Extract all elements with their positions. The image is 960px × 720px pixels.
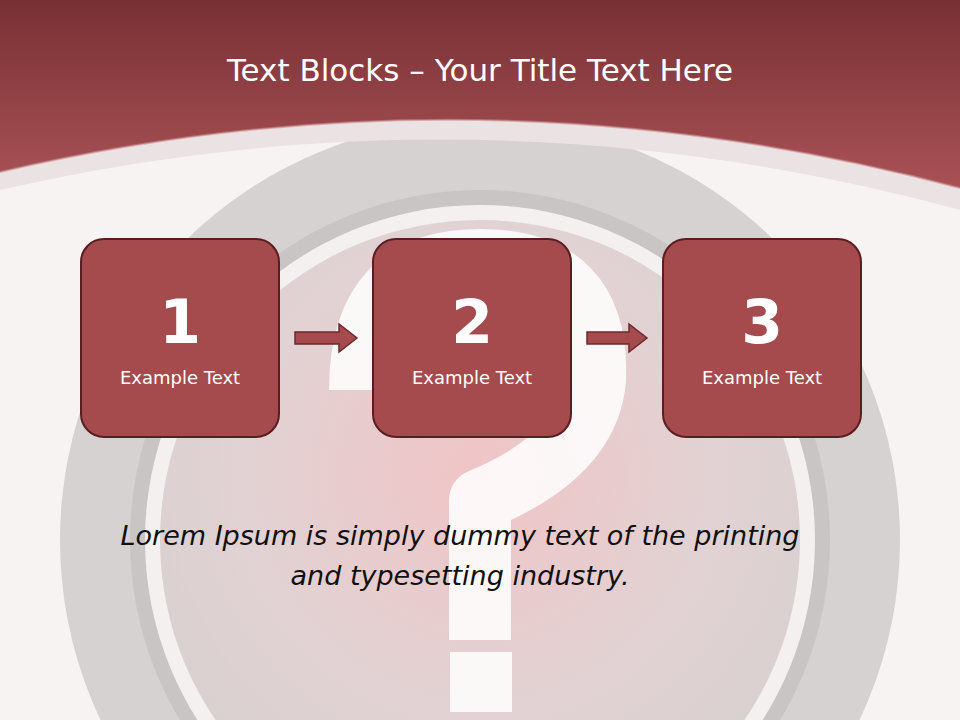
step-number: 2	[451, 289, 493, 355]
step-number: 3	[741, 289, 783, 355]
body-note: Lorem Ipsum is simply dummy text of the …	[100, 516, 820, 596]
flow-arrow	[295, 324, 357, 352]
step-text: Example Text	[702, 367, 822, 388]
step-box: 1Example Text	[80, 238, 280, 438]
step-box: 3Example Text	[662, 238, 862, 438]
step-box: 2Example Text	[372, 238, 572, 438]
step-text: Example Text	[412, 367, 532, 388]
flow-arrow	[587, 324, 647, 352]
slide-title: Text Blocks – Your Title Text Here	[0, 52, 960, 88]
step-text: Example Text	[120, 367, 240, 388]
step-number: 1	[159, 289, 201, 355]
